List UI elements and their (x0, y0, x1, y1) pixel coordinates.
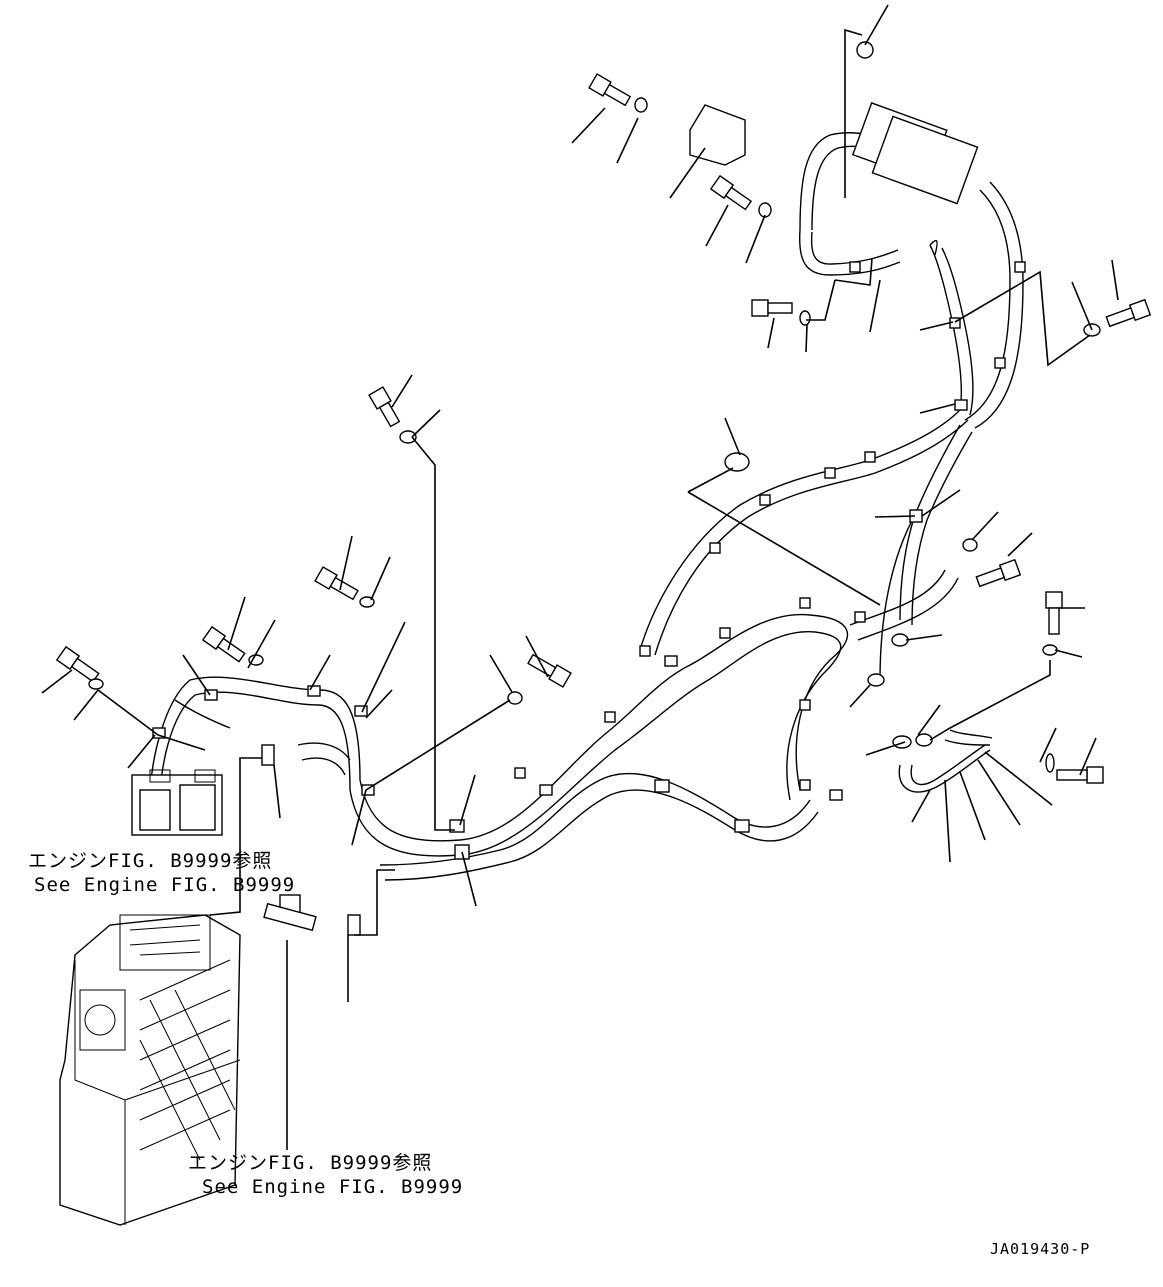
hose-clamps (152, 261, 1026, 860)
engine-connector-block (131, 769, 223, 836)
engine-block (59, 914, 241, 1226)
drawing-code: JA019430-P (990, 1240, 1091, 1258)
engine-reference-en-2: See Engine FIG. B9999 (202, 1176, 464, 1198)
upper-hose-run (639, 181, 1024, 681)
engine-reference-jp-2: エンジンFIG. B9999参照 (188, 1152, 433, 1174)
engine-reference-jp-1: エンジンFIG. B9999参照 (28, 850, 273, 872)
top-harness-loop (798, 102, 979, 276)
leader-lines (41, 4, 1119, 1150)
engine-reference-en-1: See Engine FIG. B9999 (34, 874, 296, 896)
